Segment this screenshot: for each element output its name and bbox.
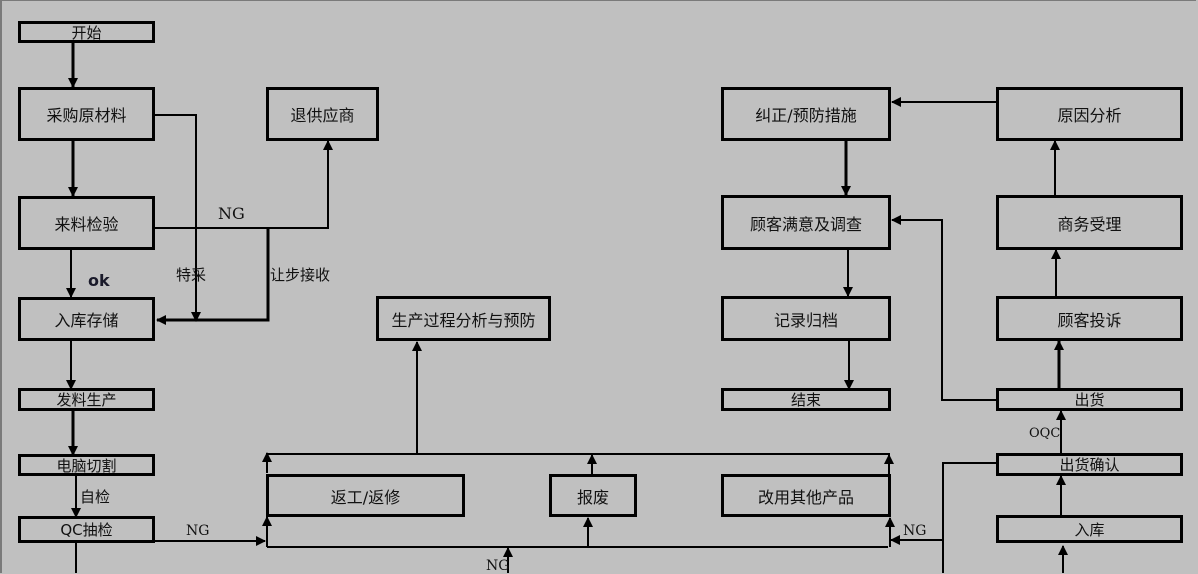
node-root-cause: 原因分析 [996, 87, 1183, 141]
node-stock-in: 入库 [996, 515, 1183, 543]
node-end: 结束 [721, 388, 891, 411]
label-ng-incoming: NG [218, 204, 245, 223]
arrow-shipment-to-satisfaction [891, 215, 997, 401]
node-start: 开始 [18, 21, 155, 43]
node-complaint: 顾客投诉 [996, 296, 1183, 341]
label-special-purchase: 特采 [176, 266, 207, 284]
arrow-concession-to-warehouse [156, 228, 270, 325]
label-oqc: OQC [1029, 426, 1061, 441]
arrow-inspection-ng-to-return [154, 140, 333, 229]
node-return-supplier: 退供应商 [266, 87, 379, 141]
node-business: 商务受理 [996, 195, 1183, 250]
line-shipment-confirm-ng [942, 462, 997, 573]
label-ok: ok [88, 271, 110, 290]
node-material-issue: 发料生产 [18, 388, 155, 411]
node-process-analysis: 生产过程分析与预防 [376, 296, 551, 341]
node-rework: 返工/返修 [266, 474, 465, 517]
node-scrap: 报废 [549, 474, 637, 517]
label-ng-right: NG [903, 523, 927, 539]
node-qc-sampling: QC抽检 [18, 516, 155, 543]
node-corrective: 纠正/预防措施 [721, 87, 891, 141]
line-special-purchase [154, 114, 201, 322]
node-repurpose: 改用其他产品 [721, 474, 891, 517]
node-shipment: 出货 [996, 388, 1183, 411]
node-purchase: 采购原材料 [18, 87, 155, 141]
label-self-check: 自检 [80, 488, 111, 506]
node-shipment-confirm: 出货确认 [996, 453, 1183, 476]
node-satisfaction: 顾客满意及调查 [721, 195, 891, 250]
node-incoming-inspection: 来料检验 [18, 196, 155, 250]
label-ng-qc: NG [186, 523, 210, 539]
label-ng-bottom: NG [486, 558, 510, 574]
node-archive: 记录归档 [721, 296, 891, 341]
label-concession: 让步接收 [270, 266, 331, 284]
node-warehousing: 入库存储 [18, 297, 155, 341]
node-cnc-cutting: 电脑切割 [18, 454, 155, 476]
